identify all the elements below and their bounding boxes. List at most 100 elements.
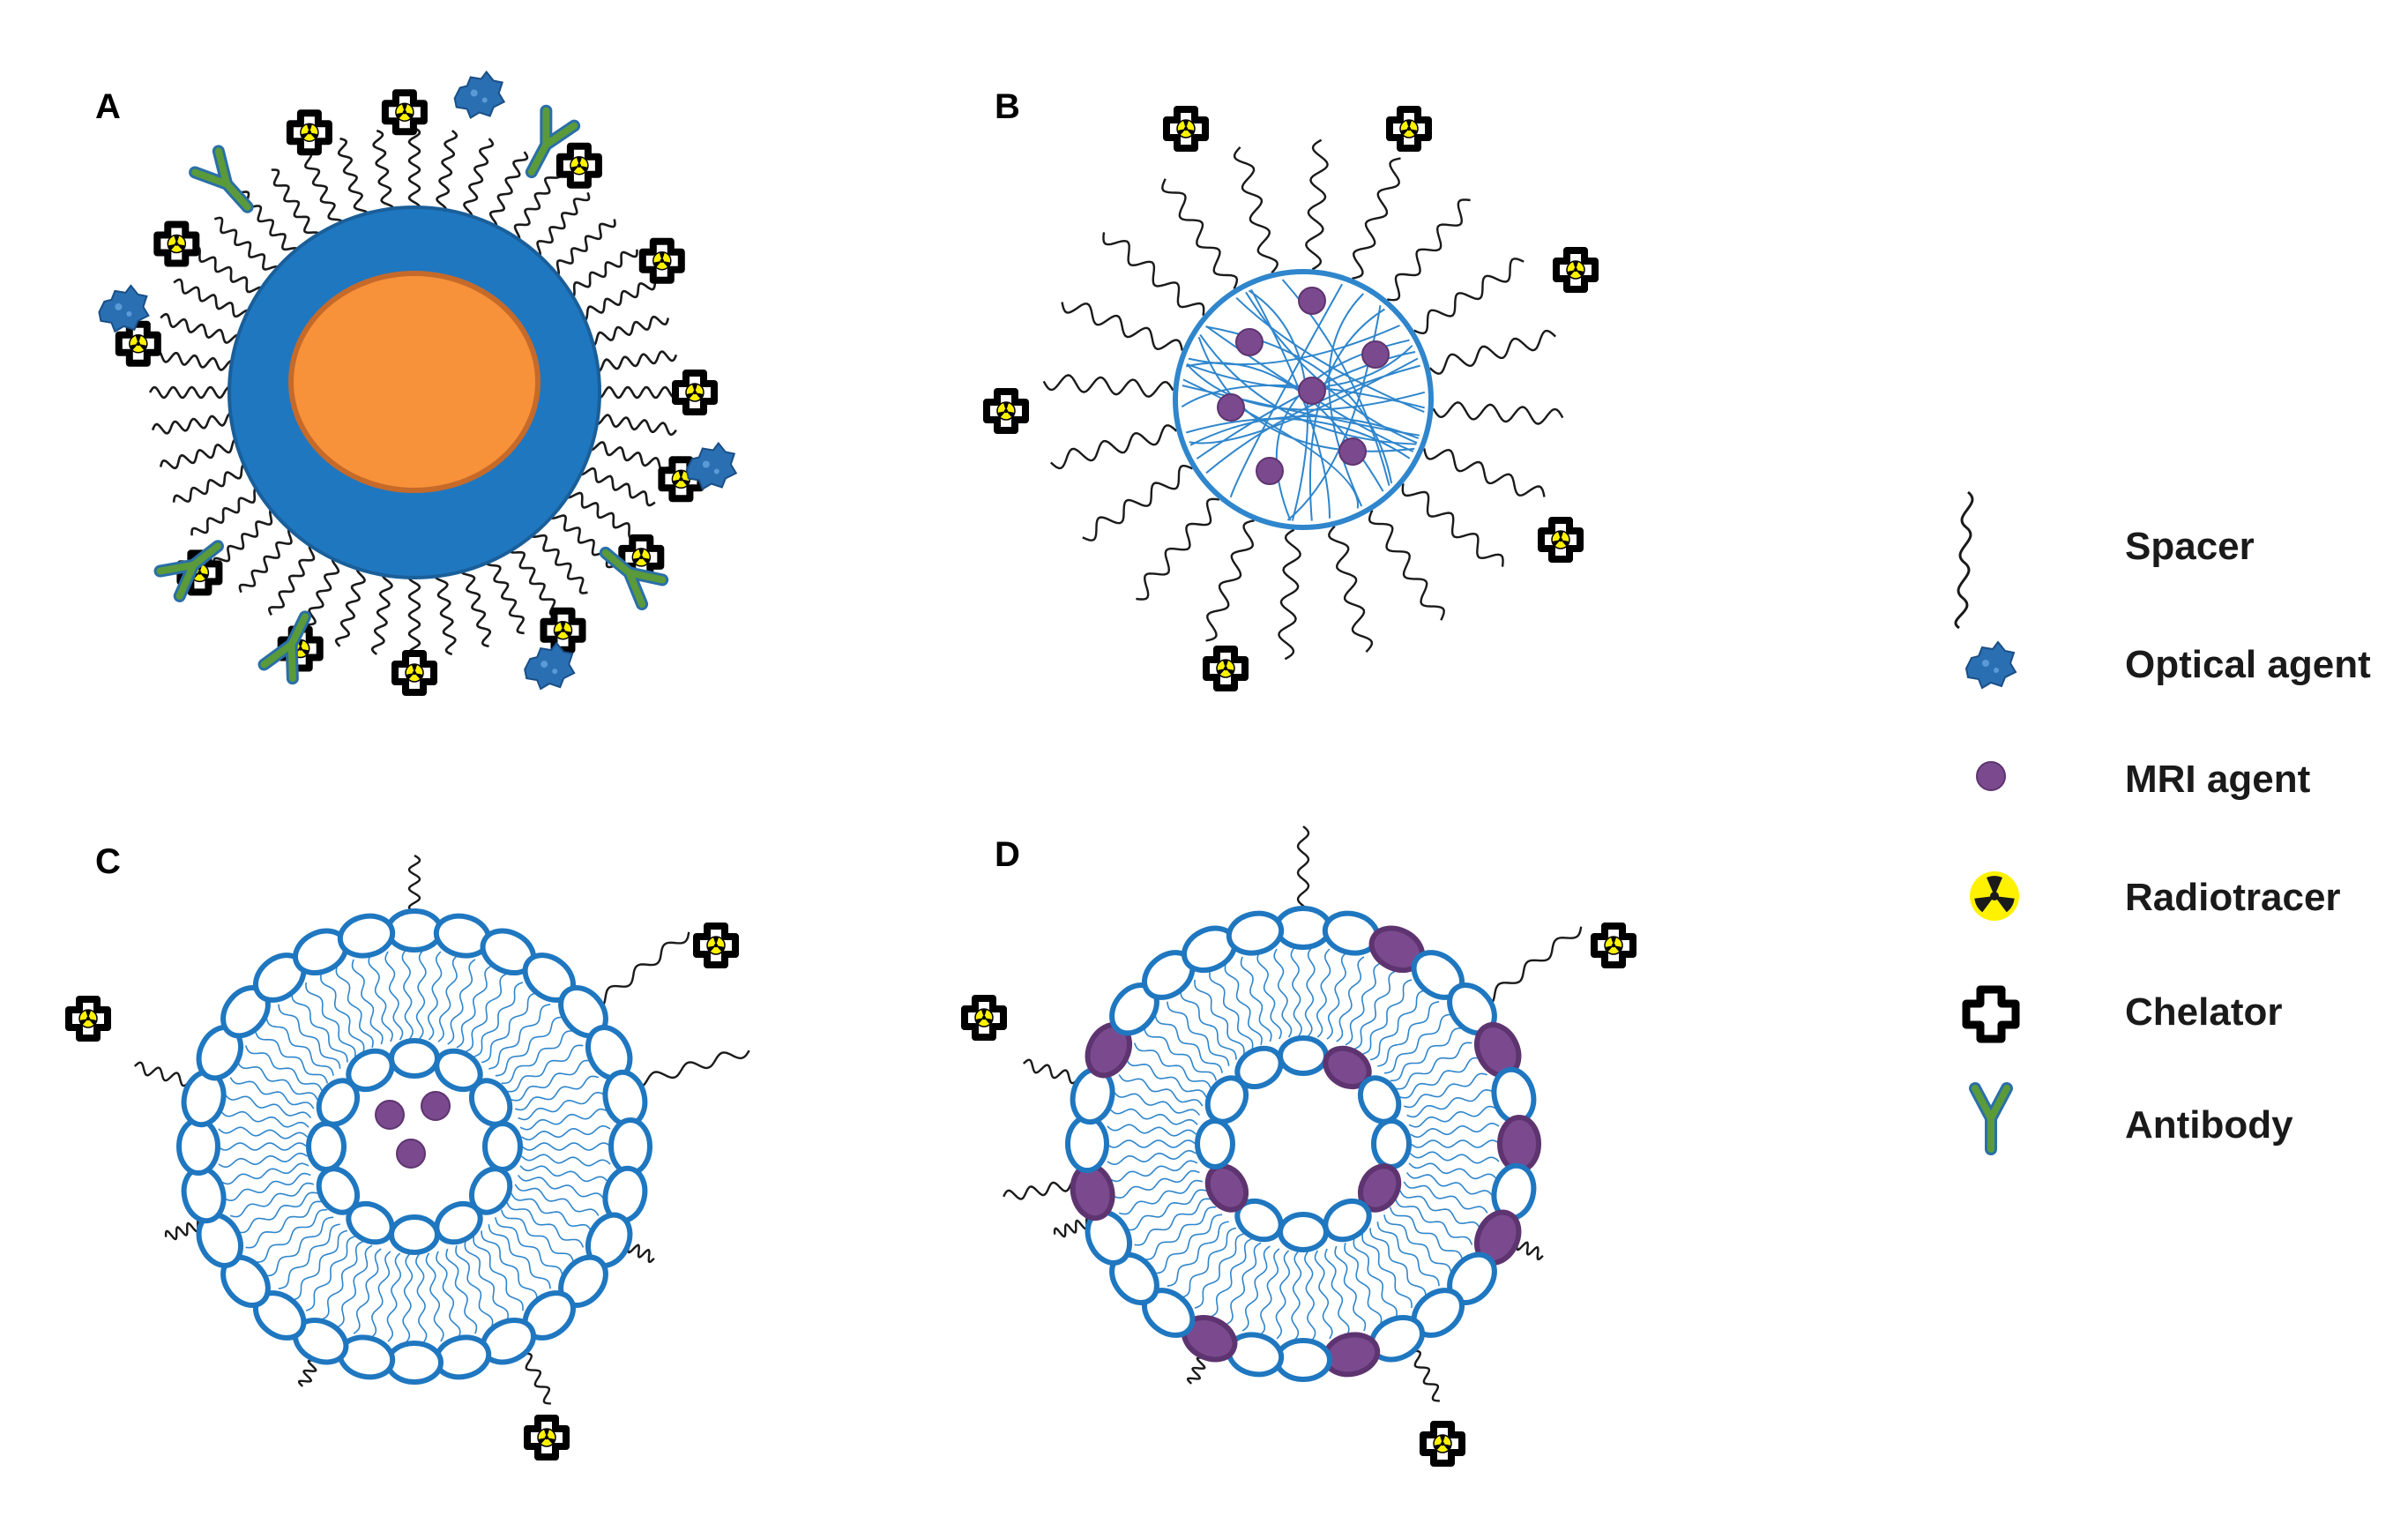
chelator-icon xyxy=(1594,926,1633,965)
spacer-strand xyxy=(304,150,344,229)
lipid-tail xyxy=(1383,1214,1452,1274)
lipid-tail xyxy=(255,1208,328,1263)
spacer-strand xyxy=(530,528,588,594)
lipid-tail xyxy=(368,954,393,1042)
spacer-strand xyxy=(1432,401,1564,425)
lipid-tail xyxy=(401,949,414,1040)
lipid-tail xyxy=(505,1201,585,1248)
lipid-tail xyxy=(1344,1243,1383,1326)
mri-agent-icon xyxy=(1976,761,2006,791)
spacer-strand xyxy=(1328,525,1374,654)
chelator-icon xyxy=(1206,649,1245,688)
lipid-tail xyxy=(1394,1199,1473,1245)
lipid-tail xyxy=(1408,1105,1497,1128)
lipid-tail xyxy=(217,1142,308,1151)
lipid-tail xyxy=(1167,1221,1229,1287)
chelator-icon xyxy=(527,1418,566,1457)
mri-agent-dot xyxy=(1338,437,1367,466)
spacer-strand xyxy=(509,543,558,616)
lipid-tail xyxy=(1361,979,1413,1055)
mri-agent-dot xyxy=(1298,287,1326,315)
lipid-tail xyxy=(305,1236,356,1311)
spacer-strand xyxy=(300,556,340,634)
spacer-strand xyxy=(511,169,561,243)
spacer-strand xyxy=(1102,232,1205,317)
lipid-tail xyxy=(1390,1027,1463,1082)
lipid-tail xyxy=(495,1016,563,1077)
lipid-tail xyxy=(511,1059,593,1102)
panel-b-mri-agents xyxy=(1217,287,1390,485)
spacer-strand xyxy=(1296,826,1310,920)
spacer-strand xyxy=(370,570,393,655)
legend-item-antibody: Antibody xyxy=(1975,1088,2293,1149)
legend-label-mri: MRI agent xyxy=(2125,758,2311,801)
lipid-tail xyxy=(1180,1227,1237,1299)
lipid-head xyxy=(1195,1118,1235,1169)
lipid-tail xyxy=(517,1174,605,1199)
lipid-tail xyxy=(1180,990,1237,1060)
lipid-tail xyxy=(1125,1189,1207,1231)
lipid-tail xyxy=(1316,948,1331,1038)
mri-agent-dot xyxy=(421,1091,451,1121)
chelator-icon xyxy=(1962,985,2020,1043)
lipid-tail xyxy=(265,1017,334,1076)
lipid-tail xyxy=(464,1241,509,1320)
optical-agent-icon xyxy=(1965,641,2017,689)
lipid-tail xyxy=(1403,1072,1487,1109)
spacer-strand xyxy=(586,315,670,347)
lipid-tail xyxy=(1209,970,1254,1050)
lipid-head xyxy=(306,1121,347,1172)
spacer-strand xyxy=(488,151,529,229)
panel-d-liposome-mri-bilayer xyxy=(965,826,1633,1463)
lipid-head xyxy=(389,1214,440,1255)
spacer-strand xyxy=(1423,448,1546,497)
spacer-strand xyxy=(238,527,297,594)
lipid-tail xyxy=(1143,1027,1218,1081)
lipid-tail xyxy=(1273,948,1293,1038)
lipid-tail xyxy=(278,1223,340,1289)
lipid-tail xyxy=(353,1248,382,1334)
spacer-strand xyxy=(148,385,235,400)
lipid-tail xyxy=(1369,989,1427,1061)
lipid-head xyxy=(482,1121,523,1172)
lipid-tail xyxy=(402,1253,414,1344)
lipid-tail xyxy=(218,1152,308,1168)
lipid-tail xyxy=(291,1229,348,1302)
lipid-tail xyxy=(506,1044,584,1093)
spacer-strand xyxy=(463,138,495,220)
legend-label-chelator: Chelator xyxy=(2125,990,2282,1034)
chelator-icon xyxy=(395,654,434,692)
spacer-strand xyxy=(436,130,458,215)
panel-a-core xyxy=(288,271,540,493)
lipid-tail xyxy=(1336,956,1365,1042)
lipid-tail xyxy=(1144,1206,1217,1260)
spacer-strand xyxy=(565,249,638,298)
lipid-tail xyxy=(428,951,443,1041)
lipid-tail xyxy=(278,1004,341,1069)
polymer-fiber xyxy=(1185,417,1411,459)
lipid-tail xyxy=(1113,1091,1201,1117)
spacer-strand xyxy=(1428,329,1557,375)
lipid-head xyxy=(385,908,444,952)
lipid-tail xyxy=(1304,946,1316,1037)
lipid-tail xyxy=(1405,1171,1494,1197)
lipid-tail xyxy=(1107,1124,1197,1137)
polymer-fiber xyxy=(1181,384,1425,409)
chelator-icon xyxy=(1556,250,1595,289)
spacer-strand xyxy=(485,556,525,635)
lipid-tail xyxy=(495,1217,563,1276)
lipid-head xyxy=(1371,1118,1412,1169)
radiotracer-icon xyxy=(1970,871,2019,921)
lipid-tail xyxy=(1275,1250,1290,1340)
spacer-strand xyxy=(460,564,492,648)
lipid-tail xyxy=(455,1245,494,1328)
lipid-tail xyxy=(415,949,427,1040)
spacer-strand xyxy=(1368,510,1445,621)
lipid-tail xyxy=(1134,1198,1211,1246)
lipid-head xyxy=(1065,1115,1109,1173)
polymer-fiber xyxy=(1205,364,1420,474)
spacer-strand xyxy=(1082,464,1193,542)
spacer-strand xyxy=(191,246,265,295)
spacer-strand xyxy=(1205,519,1255,642)
panel-c-mri-agents xyxy=(375,1091,451,1169)
